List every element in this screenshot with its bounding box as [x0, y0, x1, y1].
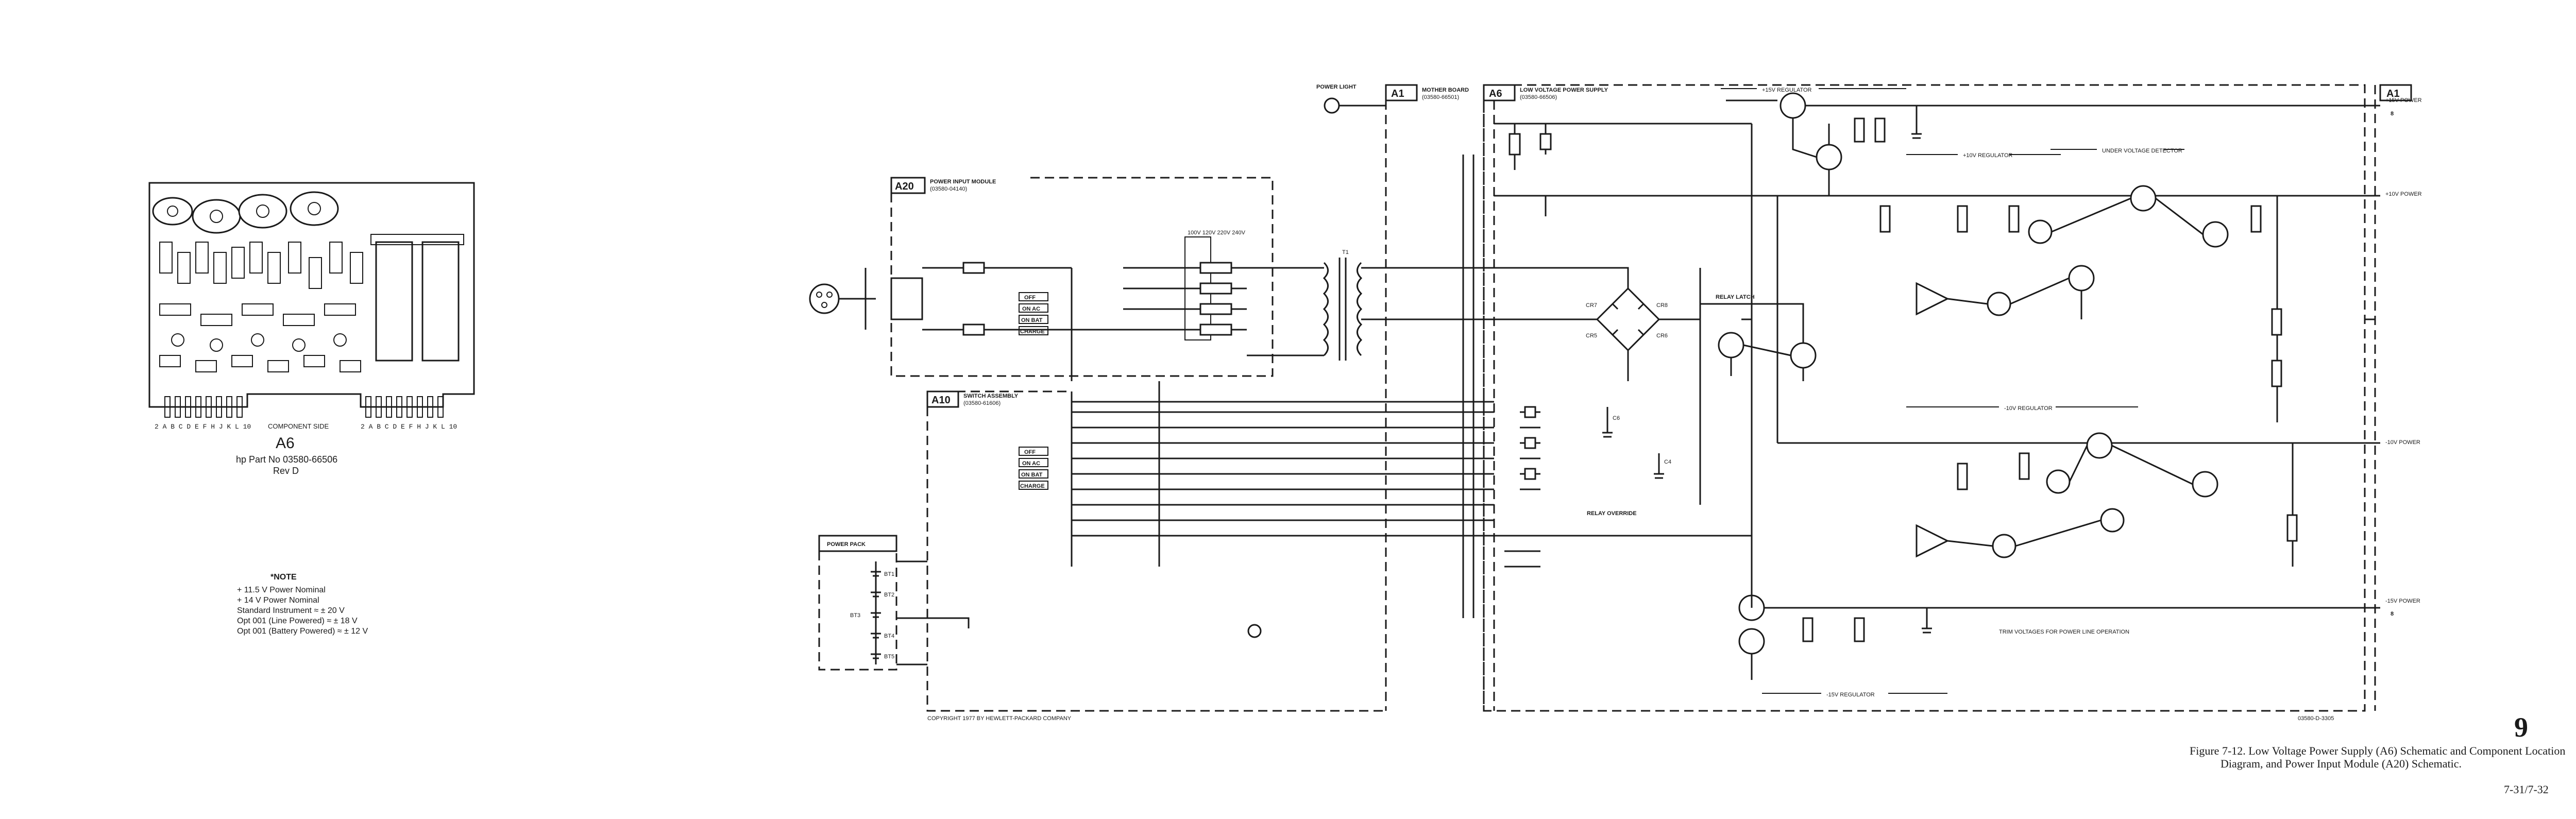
svg-text:A1: A1 [1391, 88, 1404, 99]
switch-position-labels: OFF ON AC ON BAT CHARGE OFF ON AC ON BAT… [1019, 292, 1048, 490]
svg-text:-15V REGULATOR: -15V REGULATOR [1826, 692, 1875, 698]
figure-title-line2: Diagram, and Power Input Module (A20) Sc… [2221, 757, 2462, 770]
svg-text:ON BAT: ON BAT [1021, 472, 1043, 478]
a6-low-voltage-supply-block: A6 LOW VOLTAGE POWER SUPPLY (03580-66506… [1483, 84, 2366, 712]
svg-text:C6: C6 [1613, 415, 1620, 421]
svg-text:CHARGE: CHARGE [1020, 329, 1045, 335]
svg-text:CHARGE: CHARGE [1020, 483, 1045, 489]
page-section-number: 9 [2514, 712, 2528, 743]
note-line: + 14 V Power Nominal [237, 596, 319, 605]
relay-override: RELAY OVERRIDE [1494, 510, 1741, 537]
svg-text:(03580-66501): (03580-66501) [1422, 94, 1459, 100]
svg-text:100V 120V 220V 240V: 100V 120V 220V 240V [1188, 230, 1246, 236]
power-pack-block: POWER PACK BT1 BT2 BT3 BT4 BT5 [818, 535, 1262, 671]
svg-text:BT5: BT5 [884, 654, 894, 660]
svg-text:CR8: CR8 [1656, 302, 1668, 309]
svg-text:+10V REGULATOR: +10V REGULATOR [1963, 152, 2013, 159]
pcb-small-parts [159, 242, 363, 372]
pcb-edge-fingers [164, 396, 444, 418]
svg-text:BT4: BT4 [884, 633, 894, 639]
a6-feed-buses [1699, 124, 1778, 608]
page-reference: 7-31/7-32 [2504, 783, 2549, 796]
a1-mother-board-block: A1 MOTHER BOARD (03580-66501) [1385, 84, 1485, 711]
svg-text:+15V REGULATOR: +15V REGULATOR [1762, 87, 1812, 93]
board-rev: Rev D [273, 466, 299, 476]
svg-text:A6: A6 [1489, 88, 1502, 99]
copyright-text: COPYRIGHT 1977 BY HEWLETT-PACKARD COMPAN… [927, 715, 1072, 722]
pos10-regulator: +10V REGULATOR UNDER VOLTAGE DETECTOR +1… [1752, 148, 2422, 422]
drawing-number: 03580-D-3305 [2298, 715, 2334, 722]
svg-text:A20: A20 [895, 181, 914, 192]
output-connectors [2365, 105, 2380, 609]
board-title: A6 [276, 435, 295, 452]
note-line: Opt 001 (Line Powered) ≈ ± 18 V [237, 617, 358, 625]
edge-letters-left: 2 A B C D E F H J K L 10 [155, 423, 251, 431]
svg-text:A1: A1 [2386, 88, 2400, 99]
note-heading: *NOTE [270, 573, 297, 582]
pcb-outline [148, 182, 475, 408]
svg-text:+15V POWER: +15V POWER [2385, 97, 2422, 104]
figure-caption: 9 Figure 7-12. Low Voltage Power Supply … [2190, 712, 2565, 796]
svg-text:CR6: CR6 [1656, 333, 1668, 339]
a20-power-input-module: A20 POWER INPUT MODULE (03580-04140) [809, 177, 1494, 381]
pcb-transistors [152, 191, 339, 234]
svg-text:SWITCH ASSEMBLY: SWITCH ASSEMBLY [963, 393, 1019, 399]
a1-right-tab: A1 [2374, 84, 2412, 711]
svg-text:A10: A10 [931, 395, 951, 406]
svg-text:(03580-66506): (03580-66506) [1520, 94, 1557, 100]
svg-text:BT2: BT2 [884, 592, 894, 598]
svg-text:OFF: OFF [1024, 295, 1036, 301]
svg-text:C4: C4 [1664, 459, 1671, 465]
note-line: Standard Instrument ≈ ± 20 V [237, 606, 345, 615]
trim-note: TRIM VOLTAGES FOR POWER LINE OPERATION [1999, 629, 2129, 635]
svg-text:8: 8 [2391, 611, 2394, 617]
svg-text:BT1: BT1 [884, 571, 894, 577]
svg-text:ON AC: ON AC [1022, 306, 1040, 312]
svg-text:CR7: CR7 [1586, 302, 1597, 309]
component-location-diagram: 2 A B C D E F H J K L 10 2 A B C D E F H… [148, 182, 475, 476]
svg-text:POWER INPUT MODULE: POWER INPUT MODULE [930, 179, 996, 185]
neg10-regulator: -10V REGULATOR -10V POWER [1777, 405, 2420, 567]
svg-text:MOTHER BOARD: MOTHER BOARD [1422, 87, 1469, 93]
svg-text:POWER PACK: POWER PACK [827, 541, 866, 548]
svg-text:RELAY LATCH: RELAY LATCH [1716, 294, 1755, 300]
power-light: POWER LIGHT [1316, 84, 1386, 114]
bridge-rectifier: CR7 CR8 CR5 CR6 [1494, 267, 1700, 381]
svg-text:8: 8 [2391, 111, 2394, 117]
svg-text:-10V POWER: -10V POWER [2385, 439, 2420, 446]
svg-text:-15V POWER: -15V POWER [2385, 598, 2420, 604]
figure-title-line1: Figure 7-12. Low Voltage Power Supply (A… [2190, 744, 2565, 757]
svg-text:CR5: CR5 [1586, 333, 1597, 339]
relay-latch: RELAY LATCH [1700, 294, 1817, 381]
svg-text:T1: T1 [1342, 249, 1349, 255]
board-part-number: hp Part No 03580-66506 [236, 454, 337, 465]
pcb-capacitors [370, 234, 464, 362]
svg-text:(03580-61606): (03580-61606) [963, 400, 1001, 406]
svg-text:OFF: OFF [1024, 449, 1036, 455]
voltage-selector: 100V 120V 220V 240V [1123, 230, 1247, 340]
note-line: + 11.5 V Power Nominal [237, 586, 326, 594]
transformer-t1: T1 [1323, 249, 1363, 361]
pos15-regulator: +15V REGULATOR +15V POWER 8 [1721, 87, 2422, 196]
schematic: POWER LIGHT A1 MOTHER BOARD (03580-66501… [809, 84, 2422, 722]
svg-text:LOW VOLTAGE POWER SUPPLY: LOW VOLTAGE POWER SUPPLY [1520, 87, 1608, 93]
note-line: Opt 001 (Battery Powered) ≈ ± 12 V [237, 627, 368, 636]
svg-text:+10V POWER: +10V POWER [2385, 191, 2422, 197]
neg15-regulator: -15V REGULATOR -15V POWER 8 [1738, 535, 2420, 698]
a6-input-diodes: C6 C4 [1494, 123, 1752, 568]
svg-text:RELAY OVERRIDE: RELAY OVERRIDE [1587, 510, 1637, 517]
edge-letters-right: 2 A B C D E F H J K L 10 [361, 423, 457, 431]
component-side-label: COMPONENT SIDE [268, 422, 329, 430]
a10-switch-assembly: A10 SWITCH ASSEMBLY (03580-61606) OFF ON… [926, 155, 1494, 712]
svg-text:ON AC: ON AC [1022, 460, 1040, 467]
svg-text:(03580-04140): (03580-04140) [930, 186, 967, 192]
svg-text:UNDER VOLTAGE DETECTOR: UNDER VOLTAGE DETECTOR [2102, 148, 2182, 154]
svg-text:BT3: BT3 [850, 612, 860, 619]
voltage-note: *NOTE + 11.5 V Power Nominal + 14 V Powe… [237, 573, 368, 636]
svg-text:ON BAT: ON BAT [1021, 317, 1043, 323]
svg-text:-10V REGULATOR: -10V REGULATOR [2004, 405, 2053, 412]
svg-text:POWER LIGHT: POWER LIGHT [1316, 84, 1357, 90]
